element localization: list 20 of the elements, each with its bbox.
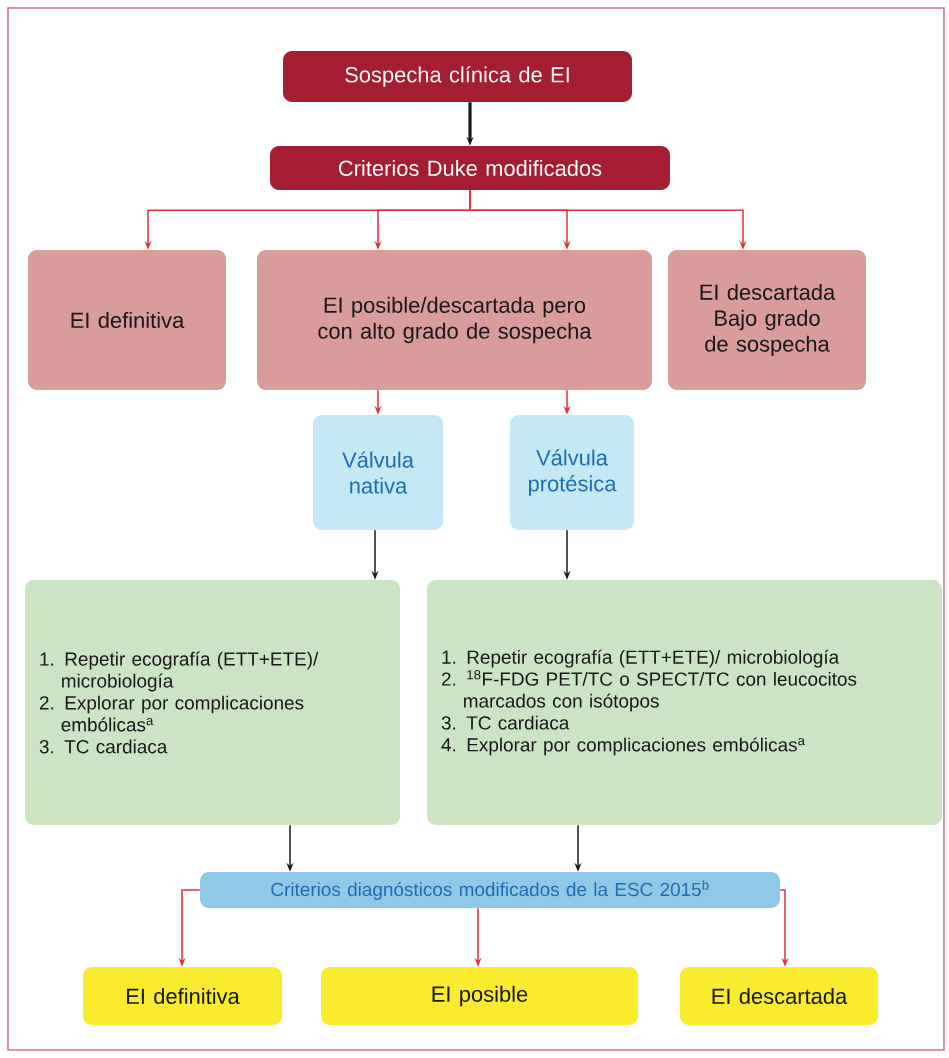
- outcome-box: EI descartada Bajo grado de sospecha: [668, 250, 866, 390]
- list-item: 1. Repetir ecografía (ETT+ETE)/ microbiología: [442, 649, 840, 668]
- outcome-box: EI posible/descartada pero con alto grado de sospecha: [257, 250, 652, 390]
- result-box: EI descartada: [680, 967, 878, 1025]
- step-list-box: [427, 580, 942, 825]
- list-item: 2. Explorar por complicaciones embólicas$^{a}$: [39, 695, 304, 732]
- list-item: 3. TC cardiaca: [441, 715, 570, 730]
- result-box: EI definitiva: [83, 967, 282, 1025]
- valve-type-box: Válvula protésica: [510, 415, 634, 530]
- process-box: Sospecha clínica de EI: [283, 51, 632, 102]
- list-item: 2. $^{18}$F-FDG PET/TC o SPECT/TC con leucocitos marcados con isótopos: [441, 670, 857, 712]
- result-box: EI posible: [321, 967, 638, 1025]
- list-item: 1. Repetir ecografía (ETT+ETE)/ microbiología: [40, 651, 319, 692]
- criteria-box: Criterios diagnósticos modificados de la ESC 2015$^{b}$: [200, 872, 780, 908]
- list-item: 3. TC cardiaca: [39, 739, 168, 754]
- step-list-box: [25, 580, 400, 825]
- outcome-box: EI definitiva: [28, 250, 226, 390]
- list-item: 4. Explorar por complicaciones embólicas$^{a}$: [441, 737, 805, 756]
- process-box: Criterios Duke modificados: [270, 146, 670, 190]
- valve-type-box: Válvula nativa: [313, 415, 443, 530]
